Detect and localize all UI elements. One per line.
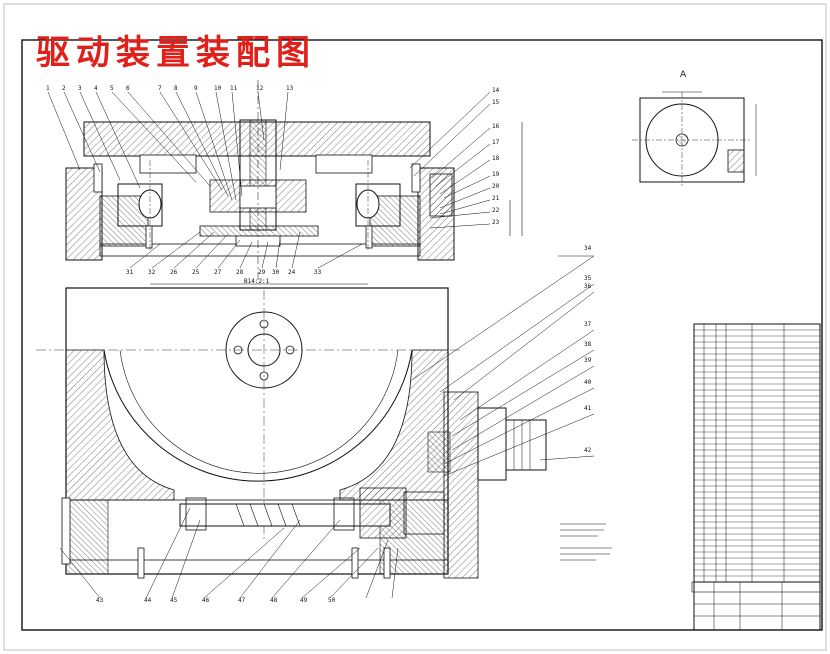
- shaft-sleeve: [359, 487, 407, 539]
- motor-flange: [477, 407, 507, 481]
- callout-4: 4: [94, 85, 98, 92]
- callout-7: 7: [158, 85, 162, 92]
- bearing-left-body: [117, 183, 163, 227]
- drawing-border: [21, 39, 823, 631]
- view-a-label: A: [680, 70, 687, 80]
- callout-43: 43: [96, 597, 104, 604]
- leader-lines-top: [47, 91, 289, 201]
- callout-26: 26: [170, 269, 178, 276]
- callout-8: 8: [174, 85, 178, 92]
- callout-25: 25: [192, 269, 200, 276]
- lower-housing-hatch-right: [339, 349, 449, 501]
- technical-notes: [560, 523, 612, 561]
- callout-23: 23: [492, 219, 500, 226]
- view-a-motor: [727, 149, 745, 173]
- view-a: [632, 91, 757, 188]
- callout-45: 45: [170, 597, 178, 604]
- callout-17: 17: [492, 139, 500, 146]
- gear-wheel-arc: [103, 349, 413, 482]
- section-scale-label: B14:2:1: [244, 278, 270, 285]
- callout-12: 12: [256, 85, 264, 92]
- callout-19: 19: [492, 171, 500, 178]
- bearing-right-body: [355, 183, 401, 227]
- shaft-bearing-left: [185, 497, 207, 531]
- shaft-bearing-right: [333, 497, 355, 531]
- bolt-right: [411, 163, 421, 193]
- leader-lines-right: [409, 91, 491, 229]
- motor-body: [505, 419, 547, 471]
- leader-lines-bottom: [129, 231, 363, 269]
- callout-42: 42: [584, 447, 592, 454]
- base-bolt-3: [383, 547, 391, 579]
- callout-29: 29: [258, 269, 266, 276]
- callout-27: 27: [214, 269, 222, 276]
- callout-30: 30: [272, 269, 280, 276]
- base-bolt-1: [137, 547, 145, 579]
- housing-top-plate-cutout-right: [315, 154, 373, 174]
- callout-48: 48: [270, 597, 278, 604]
- callout-36: 36: [584, 283, 592, 290]
- callout-31: 31: [126, 269, 134, 276]
- callout-15: 15: [492, 99, 500, 106]
- lower-front-section: [36, 287, 547, 579]
- callout-10: 10: [214, 85, 222, 92]
- callouts-right: 14 15 16 17 18 19 20 21 22 23: [492, 87, 500, 226]
- callout-38: 38: [584, 341, 592, 348]
- bolt-left: [93, 163, 103, 193]
- callout-22: 22: [492, 207, 500, 214]
- drawing-title: 驱动装置装配图: [36, 33, 316, 73]
- callout-34: 34: [584, 245, 592, 252]
- callout-41: 41: [584, 405, 592, 412]
- worm-shaft-end-left: [61, 497, 71, 565]
- callout-18: 18: [492, 155, 500, 162]
- callout-35: 35: [584, 275, 592, 282]
- callout-46: 46: [202, 597, 210, 604]
- callout-24: 24: [288, 269, 296, 276]
- leader-lines-lower: [59, 255, 595, 599]
- callout-39: 39: [584, 357, 592, 364]
- motor-mount: [427, 431, 451, 473]
- callout-32: 32: [148, 269, 156, 276]
- callout-6: 6: [126, 85, 130, 92]
- housing-top-plate-cutout-left: [139, 154, 197, 174]
- callout-40: 40: [584, 379, 592, 386]
- callout-5: 5: [110, 85, 114, 92]
- worm-thread: [235, 503, 301, 527]
- base-bolt-2: [351, 547, 359, 579]
- callout-11: 11: [230, 85, 238, 92]
- callout-37: 37: [584, 321, 592, 328]
- callout-14: 14: [492, 87, 500, 94]
- motor-adapter: [443, 391, 479, 579]
- side-actuator: [429, 173, 453, 217]
- callout-2: 2: [62, 85, 66, 92]
- outer-frame: [3, 3, 827, 651]
- callout-21: 21: [492, 195, 500, 202]
- lower-housing-hatch-left: [65, 349, 175, 501]
- callout-9: 9: [194, 85, 198, 92]
- callout-50: 50: [328, 597, 336, 604]
- callout-3: 3: [78, 85, 82, 92]
- callout-1: 1: [46, 85, 50, 92]
- callout-20: 20: [492, 183, 500, 190]
- worm-shaft-base-hatch: [65, 499, 109, 575]
- callout-44: 44: [144, 597, 152, 604]
- gear-wheel-arc-inner: [119, 349, 399, 474]
- top-section-view: [65, 80, 523, 285]
- callout-33: 33: [314, 269, 322, 276]
- callout-28: 28: [236, 269, 244, 276]
- lower-flange: [199, 225, 319, 237]
- stud-left: [145, 225, 153, 249]
- callout-16: 16: [492, 123, 500, 130]
- callout-49: 49: [300, 597, 308, 604]
- callout-47: 47: [238, 597, 246, 604]
- parts-list-table: [693, 323, 821, 583]
- callout-13: 13: [286, 85, 294, 92]
- stud-right: [365, 225, 373, 249]
- title-block: [691, 581, 821, 631]
- callouts-bottom: 31 32 26 25 27 28 29 30 24 33: [126, 269, 322, 276]
